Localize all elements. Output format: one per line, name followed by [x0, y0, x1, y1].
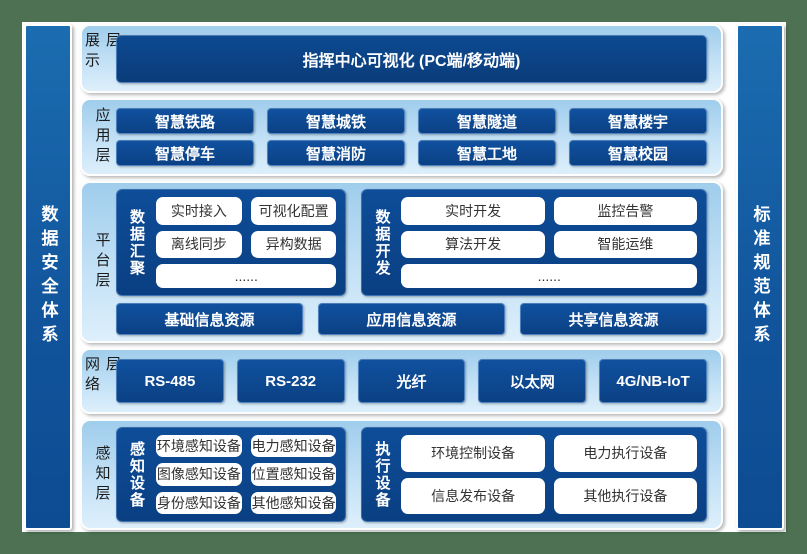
diagram-inner-background: 数据安全体系 标准规范体系 展示层 指挥中心可视化 (PC端/移动端) 应用层 … — [22, 22, 786, 532]
sensing-device-box: 其他感知设备 — [250, 491, 337, 514]
development-box: 智能运维 — [553, 230, 697, 259]
execution-device-box: 其他执行设备 — [553, 477, 697, 514]
application-box: 智慧铁路 — [116, 108, 254, 134]
data-development-container: 数据开发 实时开发 监控告警 算法开发 智能运维 ...... — [361, 189, 707, 296]
sensing-device-box: 身份感知设备 — [156, 491, 242, 514]
resource-box: 基础信息资源 — [116, 303, 303, 335]
execution-device-box: 电力执行设备 — [553, 435, 697, 472]
aggregation-box: 实时接入 — [156, 197, 242, 225]
data-aggregation-grid: 实时接入 可视化配置 离线同步 异构数据 ...... — [156, 197, 337, 288]
network-box: 以太网 — [478, 359, 587, 403]
platform-layer-panel: 平台层 数据汇聚 实时接入 可视化配置 离线同步 异构数据 ...... — [80, 181, 723, 343]
network-layer-label: 网络层 — [83, 356, 121, 396]
sensing-device-box: 位置感知设备 — [250, 463, 337, 486]
application-box: 智慧校园 — [569, 140, 707, 166]
network-box: RS-485 — [116, 359, 224, 403]
network-layer-body: RS-485 RS-232 光纤 以太网 4G/NB-IoT — [116, 356, 707, 406]
perception-layer-label: 感知层 — [93, 444, 111, 505]
application-layer-panel: 应用层 智慧铁路 智慧城铁 智慧隧道 智慧楼宇 智慧停车 智慧消防 智慧工地 智… — [80, 98, 723, 176]
application-box: 智慧隧道 — [418, 108, 556, 134]
sensing-device-box: 电力感知设备 — [250, 435, 337, 458]
data-development-label: 数据开发 — [373, 208, 391, 277]
display-layer-label: 展示层 — [83, 32, 121, 72]
data-aggregation-container: 数据汇聚 实时接入 可视化配置 离线同步 异构数据 ...... — [116, 189, 347, 296]
resource-box: 应用信息资源 — [318, 303, 505, 335]
execution-devices-grid: 环境控制设备 电力执行设备 信息发布设备 其他执行设备 — [401, 435, 697, 514]
data-development-grid: 实时开发 监控告警 算法开发 智能运维 ...... — [401, 197, 697, 288]
development-box: 实时开发 — [401, 197, 545, 225]
data-security-system-label: 数据安全体系 — [38, 205, 58, 349]
application-box: 智慧工地 — [418, 140, 556, 166]
platform-layer-body: 数据汇聚 实时接入 可视化配置 离线同步 异构数据 ...... 数据开发 — [116, 189, 707, 335]
sensing-device-box: 图像感知设备 — [156, 463, 242, 486]
sensing-devices-grid: 环境感知设备 电力感知设备 图像感知设备 位置感知设备 身份感知设备 其他感知设… — [156, 435, 337, 514]
execution-device-box: 信息发布设备 — [401, 477, 545, 514]
standard-specification-system-label: 标准规范体系 — [750, 205, 770, 349]
aggregation-ellipsis-box: ...... — [156, 264, 337, 288]
layer-stack: 展示层 指挥中心可视化 (PC端/移动端) 应用层 智慧铁路 智慧城铁 智慧隧道… — [80, 24, 723, 530]
application-layer-label: 应用层 — [93, 107, 111, 167]
development-box: 监控告警 — [553, 197, 697, 225]
command-center-visualization-box: 指挥中心可视化 (PC端/移动端) — [116, 34, 707, 83]
platform-layer-label: 平台层 — [93, 232, 111, 292]
network-box: 4G/NB-IoT — [599, 359, 707, 403]
aggregation-box: 离线同步 — [156, 230, 242, 259]
resource-box: 共享信息资源 — [520, 303, 707, 335]
application-box: 智慧楼宇 — [569, 108, 707, 134]
network-box: 光纤 — [357, 359, 466, 403]
application-layer-body: 智慧铁路 智慧城铁 智慧隧道 智慧楼宇 智慧停车 智慧消防 智慧工地 智慧校园 — [116, 106, 707, 168]
development-box: 算法开发 — [401, 230, 545, 259]
perception-layer-panel: 感知层 感知设备 环境感知设备 电力感知设备 图像感知设备 位置感知设备 身份感… — [80, 419, 723, 530]
standard-specification-system-bar: 标准规范体系 — [736, 24, 784, 530]
display-layer-panel: 展示层 指挥中心可视化 (PC端/移动端) — [80, 24, 723, 93]
aggregation-box: 可视化配置 — [250, 197, 337, 225]
application-box: 智慧停车 — [116, 140, 254, 166]
sensing-devices-container: 感知设备 环境感知设备 电力感知设备 图像感知设备 位置感知设备 身份感知设备 … — [116, 427, 347, 522]
development-ellipsis-box: ...... — [401, 264, 697, 288]
execution-devices-container: 执行设备 环境控制设备 电力执行设备 信息发布设备 其他执行设备 — [361, 427, 707, 522]
platform-top-row: 数据汇聚 实时接入 可视化配置 离线同步 异构数据 ...... 数据开发 — [116, 189, 707, 296]
sensing-devices-label: 感知设备 — [128, 440, 145, 509]
perception-layer-body: 感知设备 环境感知设备 电力感知设备 图像感知设备 位置感知设备 身份感知设备 … — [116, 427, 707, 522]
application-box: 智慧城铁 — [267, 108, 405, 134]
data-aggregation-label: 数据汇聚 — [128, 208, 145, 277]
aggregation-box: 异构数据 — [250, 230, 337, 259]
execution-devices-label: 执行设备 — [373, 440, 391, 509]
data-security-system-bar: 数据安全体系 — [24, 24, 72, 530]
network-layer-panel: 网络层 RS-485 RS-232 光纤 以太网 4G/NB-IoT — [80, 348, 723, 414]
execution-device-box: 环境控制设备 — [401, 435, 545, 472]
display-layer-body: 指挥中心可视化 (PC端/移动端) — [116, 32, 707, 85]
sensing-device-box: 环境感知设备 — [156, 435, 242, 458]
application-box: 智慧消防 — [267, 140, 405, 166]
network-box: RS-232 — [236, 359, 345, 403]
platform-resource-row: 基础信息资源 应用信息资源 共享信息资源 — [116, 303, 707, 335]
